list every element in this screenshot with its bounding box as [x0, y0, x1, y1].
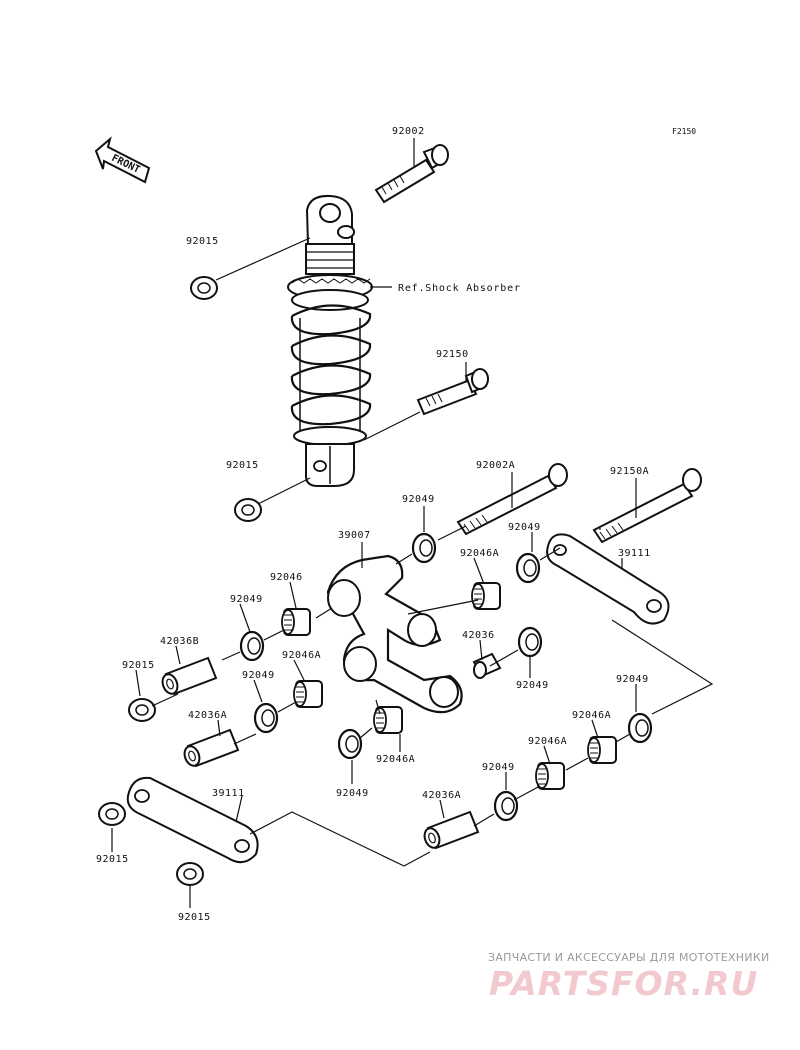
bolt-92150 — [416, 368, 489, 416]
part-label: 42036A — [188, 710, 227, 721]
part-label: 92015 — [186, 236, 219, 247]
part-label: 92002A — [476, 460, 515, 471]
part-label: 92049 — [230, 594, 263, 605]
washer-92049-h — [493, 790, 519, 822]
part-label: 92015 — [226, 460, 259, 471]
part-label: 92049 — [508, 522, 541, 533]
nut-92015-mid — [234, 498, 262, 522]
watermark-brand: PARTSFOR.RU — [489, 964, 759, 1003]
nut-92015-lower-left — [98, 802, 126, 826]
part-label: 92046 — [270, 572, 303, 583]
bolt-92002 — [374, 144, 449, 204]
washer-92049-d — [253, 702, 279, 734]
part-label: 92015 — [178, 912, 211, 923]
sleeve-42036a-right — [421, 811, 479, 851]
part-label: 42036A — [422, 790, 461, 801]
nut-92015-bottom — [176, 862, 204, 886]
part-label: 92049 — [482, 762, 515, 773]
part-label: 92150 — [436, 349, 469, 360]
tie-rod-39111-lower — [126, 776, 259, 864]
leader-lines — [111, 138, 714, 908]
washer-92049-g — [627, 712, 653, 744]
part-label: 92046A — [282, 650, 321, 661]
washer-92049-c — [239, 630, 265, 662]
part-label: 92046A — [460, 548, 499, 559]
part-label: 92015 — [122, 660, 155, 671]
ref-shock-absorber-label: Ref.Shock Absorber — [398, 283, 521, 294]
part-label: 42036 — [462, 630, 495, 641]
sleeve-42036b — [159, 657, 217, 697]
bearing-92046 — [281, 608, 311, 636]
part-label: 92046A — [528, 736, 567, 747]
part-label: 39111 — [212, 788, 245, 799]
watermark-tagline: ЗАПЧАСТИ И АКСЕССУАРЫ ДЛЯ МОТОТЕХНИКИ — [488, 951, 770, 964]
bearing-92046a-d — [587, 736, 617, 764]
part-label: 92049 — [242, 670, 275, 681]
bolt-92150a — [592, 468, 702, 544]
diagram-code: F2150 — [672, 127, 696, 136]
bearing-92046a-a — [471, 582, 501, 610]
washer-92049-e — [517, 626, 543, 658]
part-labels: 92002 92015 Ref.Shock Absorber 92150 920… — [96, 126, 651, 923]
sleeve-42036a-left — [181, 729, 239, 769]
part-label: 42036B — [160, 636, 199, 647]
bearing-92046a-e — [535, 762, 565, 790]
part-label: 92049 — [336, 788, 369, 799]
part-label: 92002 — [392, 126, 425, 137]
part-label: 92015 — [96, 854, 129, 865]
part-label: 92049 — [402, 494, 435, 505]
washer-92049-a — [411, 532, 437, 564]
shock-absorber-drawing — [287, 194, 373, 487]
part-label: 92046A — [572, 710, 611, 721]
part-label: 92049 — [516, 680, 549, 691]
part-label: 92046A — [376, 754, 415, 765]
washer-92049-b — [515, 552, 541, 584]
rocker-arm-39007 — [326, 554, 463, 714]
nut-92015-top — [190, 276, 218, 300]
bolt-92002a — [456, 463, 568, 536]
tie-rod-39111-upper — [546, 533, 670, 625]
bearing-92046a-c — [373, 706, 403, 734]
nut-92015-left — [128, 698, 156, 722]
part-label: 92049 — [616, 674, 649, 685]
part-label: 39111 — [618, 548, 651, 559]
part-label: 39007 — [338, 530, 371, 541]
bearing-92046a-b — [293, 680, 323, 708]
part-label: 92150A — [610, 466, 649, 477]
front-arrow-icon: FRONT — [94, 136, 151, 184]
collar-42036 — [472, 652, 502, 679]
washer-92049-f — [337, 728, 363, 760]
